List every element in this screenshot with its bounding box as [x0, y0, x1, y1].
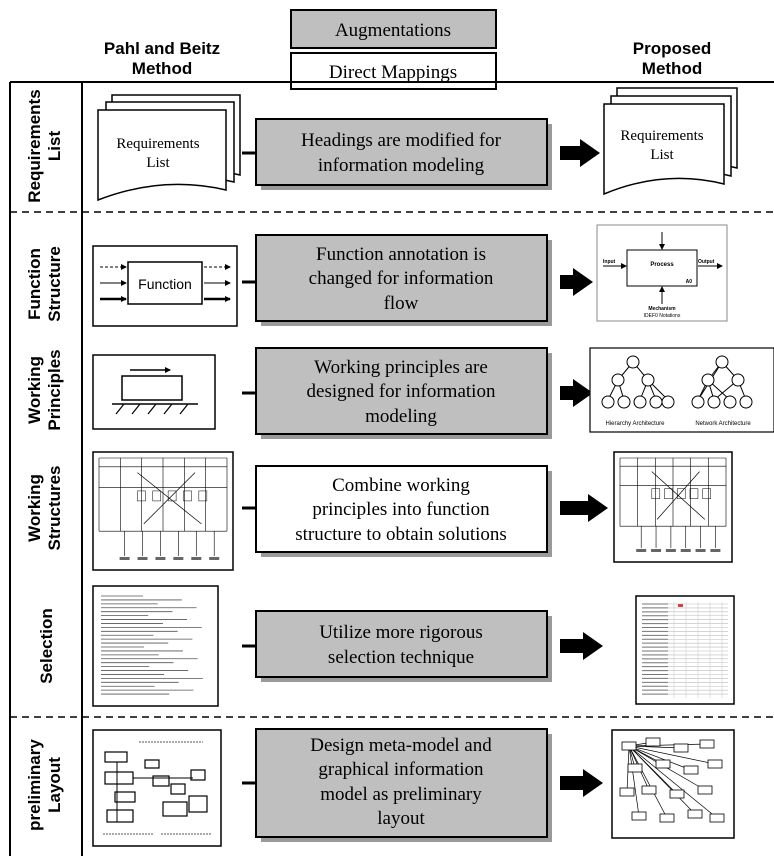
svg-text:Mechanism: Mechanism: [648, 306, 676, 312]
left-function-structure-image: Function: [92, 245, 238, 327]
svg-text:Input: Input: [603, 259, 616, 265]
svg-text:designed for information: designed for information: [307, 381, 496, 402]
svg-text:principles into function: principles into function: [312, 499, 490, 520]
right-header-line2: Method: [642, 59, 702, 78]
svg-text:Working principles are: Working principles are: [314, 357, 488, 378]
right-requirements-doc: Requirements List: [603, 87, 738, 196]
svg-text:Output: Output: [698, 259, 715, 265]
left-selection-document-image: [92, 585, 219, 707]
svg-text:information modeling: information modeling: [318, 155, 485, 176]
left-layout-sketch-image: [92, 729, 222, 847]
svg-text:Principles: Principles: [45, 349, 64, 430]
arrow-selection-icon: [560, 632, 603, 660]
svg-text:IDEF0 Notations: IDEF0 Notations: [644, 313, 681, 319]
row-label-working-principles: Working Principles: [25, 349, 64, 430]
svg-text:Selection: Selection: [37, 608, 56, 684]
svg-text:layout: layout: [377, 808, 425, 829]
svg-text:graphical information: graphical information: [318, 759, 484, 780]
right-header-line1: Proposed: [633, 39, 711, 58]
svg-text:Process: Process: [650, 262, 674, 268]
row-label-working-structures: Working Structures: [25, 465, 64, 550]
right-meta-model-image: [611, 729, 735, 839]
column-header-right: Proposed Method: [633, 39, 711, 78]
svg-text:Function: Function: [138, 276, 192, 292]
svg-text:Structures: Structures: [45, 465, 64, 550]
svg-text:flow: flow: [384, 293, 419, 314]
svg-text:List: List: [45, 131, 64, 162]
left-header-line2: Method: [132, 59, 192, 78]
left-requirements-doc: Requirements List: [97, 94, 241, 202]
arrow-requirements-icon: [560, 139, 600, 167]
arrows: [560, 139, 608, 797]
svg-text:Function: Function: [25, 248, 44, 320]
left-header-line1: Pahl and Beitz: [104, 39, 220, 58]
svg-text:Design meta-model and: Design meta-model and: [310, 735, 492, 756]
legend: Augmentations Direct Mappings: [290, 9, 497, 90]
legend-augmentations-label: Augmentations: [335, 20, 451, 41]
svg-text:A0: A0: [686, 279, 693, 285]
svg-text:Working: Working: [25, 474, 44, 542]
column-header-left: Pahl and Beitz Method: [104, 39, 220, 78]
legend-direct-mappings-label: Direct Mappings: [329, 62, 457, 83]
row-label-requirements: Requirements List: [25, 89, 64, 202]
svg-text:Requirements: Requirements: [25, 89, 44, 202]
svg-text:Network Architecture: Network Architecture: [695, 421, 751, 427]
center-box-working-structures: Combine working principles into function…: [255, 465, 552, 557]
center-box-function-structure: Function annotation is changed for infor…: [255, 234, 552, 326]
svg-text:modeling: modeling: [365, 406, 437, 427]
center-box-preliminary-layout: Design meta-model and graphical informat…: [255, 728, 552, 842]
svg-text:Layout: Layout: [45, 757, 64, 813]
svg-text:Structure: Structure: [45, 246, 64, 322]
svg-text:preliminary: preliminary: [25, 739, 44, 831]
svg-text:model as preliminary: model as preliminary: [320, 784, 482, 805]
svg-text:Requirements: Requirements: [116, 136, 199, 152]
right-morphological-chart-image: [613, 451, 733, 563]
row-label-selection: Selection: [37, 608, 56, 684]
connectors: [242, 151, 256, 785]
arrow-principles-icon: [560, 379, 593, 407]
svg-text:Requirements: Requirements: [620, 128, 703, 144]
function-block: [127, 261, 203, 305]
right-selection-matrix-image: [635, 595, 735, 705]
svg-text:Utilize more rigorous: Utilize more rigorous: [319, 622, 483, 643]
right-architecture-image: Hierarchy Architecture Network Architect…: [589, 347, 774, 433]
arrow-function-icon: [560, 268, 593, 296]
svg-text:List: List: [650, 147, 674, 163]
svg-text:changed for information: changed for information: [309, 268, 494, 289]
svg-text:selection technique: selection technique: [328, 647, 474, 668]
center-box-requirements: Headings are modified for information mo…: [255, 118, 552, 190]
arrow-layout-icon: [560, 769, 603, 797]
svg-text:Combine working: Combine working: [332, 475, 470, 496]
legend-augmentations-box: [290, 9, 497, 49]
svg-text:Hierarchy Architecture: Hierarchy Architecture: [605, 421, 665, 427]
right-idef0-image: Process A0 Input Output Mechanism IDEF0 …: [596, 224, 728, 322]
svg-text:Working: Working: [25, 356, 44, 424]
left-working-principle-image: [92, 354, 216, 430]
left-morphological-chart-image: [92, 451, 234, 571]
svg-text:Function annotation is: Function annotation is: [316, 244, 486, 265]
center-box-selection: Utilize more rigorous selection techniqu…: [255, 610, 552, 682]
arrow-structures-icon: [560, 494, 608, 522]
svg-text:Headings are modified for: Headings are modified for: [301, 130, 502, 151]
center-box-working-principles: Working principles are designed for info…: [255, 347, 552, 439]
svg-text:List: List: [146, 155, 170, 171]
frame: [9, 81, 774, 856]
svg-text:structure to obtain solutions: structure to obtain solutions: [295, 524, 507, 545]
row-label-function-structure: Function Structure: [25, 246, 64, 322]
row-label-preliminary-layout: preliminary Layout: [25, 739, 64, 831]
